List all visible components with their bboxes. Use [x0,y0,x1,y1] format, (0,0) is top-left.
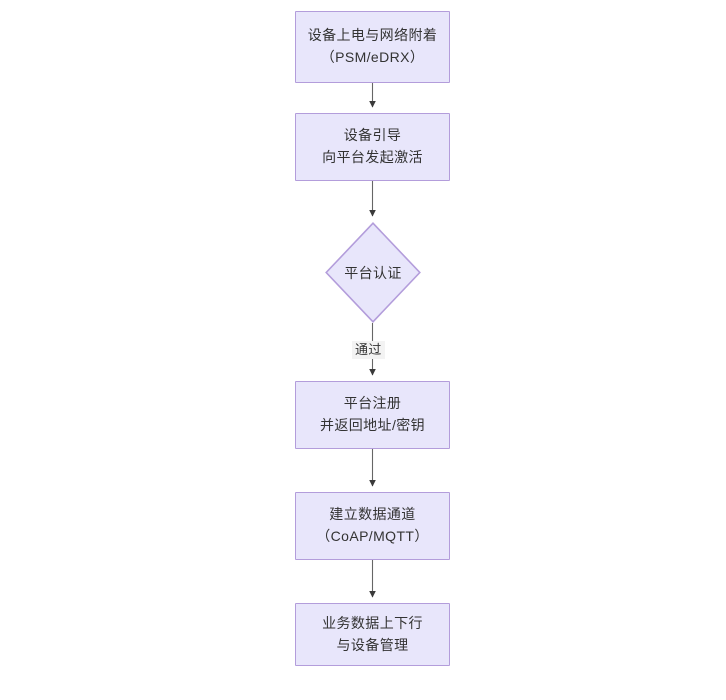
flow-node-power-on-line-1: 设备上电与网络附着 [307,27,438,44]
flow-node-data-channel-line-1: 建立数据通道 [329,506,416,523]
flow-node-platform-register-line-1: 平台注册 [343,395,402,412]
diamond-shape [325,222,421,323]
flow-node-business-data-line-1: 业务数据上下行 [322,614,423,631]
flow-node-power-on-line-2: （PSM/eDRX） [320,49,425,65]
edge-label-pass: 通过 [352,341,385,360]
flow-node-device-bootstrap[interactable]: 设备引导 向平台发起激活 [295,113,450,181]
flow-node-data-channel-line-2: （CoAP/MQTT） [316,528,429,544]
flow-node-data-channel[interactable]: 建立数据通道 （CoAP/MQTT） [295,492,450,560]
flow-node-platform-register-line-2: 并返回地址/密钥 [319,417,426,433]
flow-node-platform-auth[interactable]: 平台认证 [325,222,421,323]
flow-node-power-on[interactable]: 设备上电与网络附着 （PSM/eDRX） [295,11,450,83]
flow-node-platform-auth-label: 平台认证 [344,264,402,281]
flow-node-device-bootstrap-line-2: 向平台发起激活 [322,149,423,165]
flow-node-business-data[interactable]: 业务数据上下行 与设备管理 [295,603,450,666]
flow-node-platform-register[interactable]: 平台注册 并返回地址/密钥 [295,381,450,449]
flow-node-business-data-line-2: 与设备管理 [336,636,409,653]
flow-node-device-bootstrap-line-1: 设备引导 [343,127,402,144]
